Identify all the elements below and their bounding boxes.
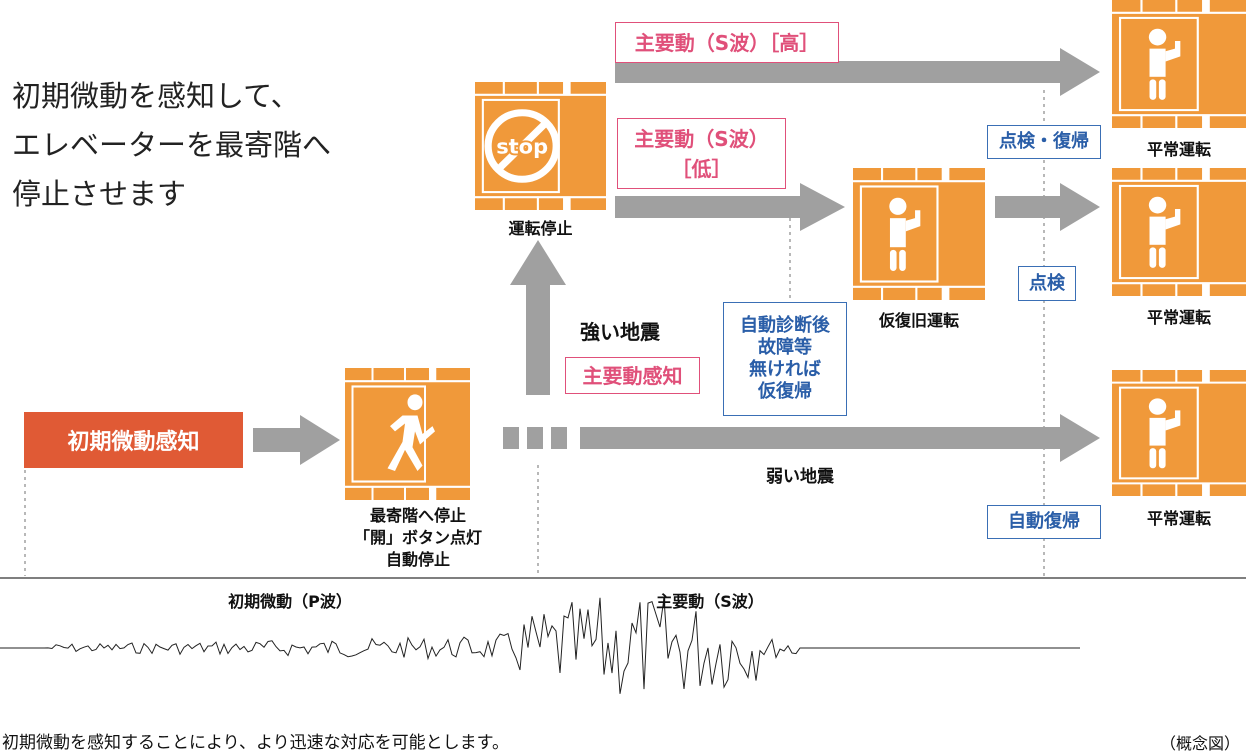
auto-diagnosis-box: 自動診断後 故障等 無ければ 仮復帰 <box>723 302 847 416</box>
person-figure <box>889 197 921 271</box>
stop-text: stop <box>496 135 548 159</box>
box-line: 故障等 <box>758 337 812 358</box>
normal-operation-label: 平常運転 <box>1146 140 1211 159</box>
box-line: ［低］ <box>671 156 732 181</box>
elevator-stop-icon: stop <box>475 82 606 210</box>
label-line: 自動停止 <box>385 550 450 569</box>
headline: 初期微動を感知して、 エレベーターを最寄階へ 停止させます <box>12 72 331 219</box>
floor-stop-label: 最寄階へ停止 「開」ボタン点灯 自動停止 <box>318 505 518 571</box>
normal-operation-label: 平常運転 <box>1146 509 1211 528</box>
headline-line: 停止させます <box>12 177 187 211</box>
s-wave-high-box: 主要動（S波）［高］ <box>615 22 839 63</box>
s-wave-low-box: 主要動（S波） ［低］ <box>617 118 786 189</box>
elevator-door-icon <box>1112 0 1246 128</box>
elevator-door-icon <box>853 168 985 300</box>
s-wave-label: 主要動（S波） <box>656 592 764 611</box>
arrow-s-high <box>615 48 1100 96</box>
running-figure <box>387 394 435 471</box>
dash <box>551 427 567 449</box>
box-line: 自動診断後 <box>740 315 830 336</box>
inspect-box: 点検 <box>1018 266 1076 301</box>
label-line: 最寄階へ停止 <box>369 506 466 525</box>
elevator-normal-icon <box>1112 0 1246 128</box>
trigger-box: 初期微動感知 <box>24 412 243 468</box>
elevator-normal-icon <box>1112 370 1246 496</box>
person-figure <box>1148 398 1181 469</box>
stop-sign: stop <box>484 109 560 183</box>
box-line: 無ければ <box>749 359 821 380</box>
dotted-guides <box>24 90 1045 576</box>
elevator-running-icon <box>345 368 470 500</box>
footer-note: 初期微動を感知することにより、より迅速な対応を可能とします。 <box>2 733 509 753</box>
weak-quake-label: 弱い地震 <box>766 467 834 487</box>
arrow-weak-quake <box>580 414 1100 462</box>
person-figure <box>1148 28 1181 100</box>
stop-label: 運転停止 <box>508 219 573 238</box>
arrow-s-low <box>615 183 845 231</box>
seismic-waveform <box>0 597 1080 694</box>
arrows <box>253 48 1100 465</box>
box-line: 主要動（S波） <box>634 126 769 151</box>
elevator-normal-icon <box>1112 168 1246 296</box>
label-line: 「開」ボタン点灯 <box>353 528 482 547</box>
strong-quake-label: 強い地震 <box>580 320 660 344</box>
dash <box>527 427 543 449</box>
p-wave-label: 初期微動（P波） <box>228 592 352 611</box>
auto-restore-box: 自動復帰 <box>987 505 1101 539</box>
arrow-up-strong <box>510 240 566 395</box>
headline-line: エレベーターを最寄階へ <box>12 128 332 162</box>
arrow-to-floor-stop <box>253 415 340 465</box>
elevator-door-icon <box>1112 168 1246 296</box>
temp-recovery-label: 仮復旧運転 <box>878 311 959 330</box>
box-line: 仮復帰 <box>758 381 812 402</box>
elevator-door-icon: stop <box>475 82 606 210</box>
dash <box>503 427 519 449</box>
elevator-temp-icon <box>853 168 985 300</box>
person-figure <box>1148 196 1181 268</box>
main-motion-detect-box: 主要動感知 <box>565 357 700 394</box>
elevator-door-icon <box>345 368 470 500</box>
normal-operation-label: 平常運転 <box>1146 308 1211 327</box>
concept-note: （概念図） <box>1159 734 1240 753</box>
inspect-restore-box: 点検・復帰 <box>987 125 1101 159</box>
arrow-to-normal <box>995 183 1100 231</box>
headline-line: 初期微動を感知して、 <box>12 79 300 113</box>
elevator-door-icon <box>1112 370 1246 496</box>
